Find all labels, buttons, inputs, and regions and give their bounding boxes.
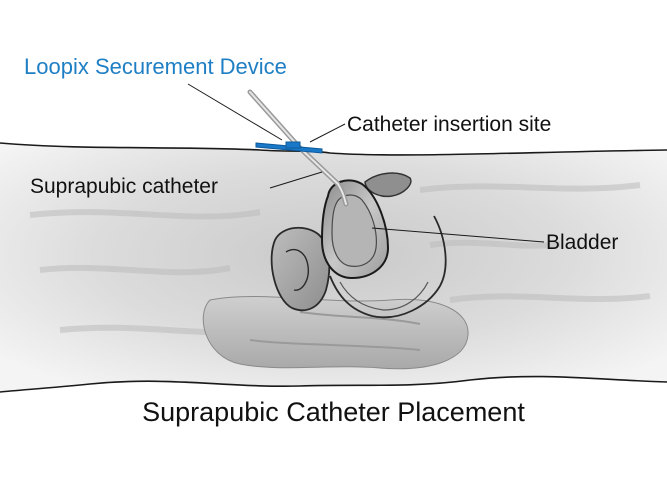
label-bladder: Bladder bbox=[546, 231, 619, 254]
bladder-lumen bbox=[331, 194, 377, 267]
pubic-bone bbox=[364, 172, 412, 198]
leader-lines bbox=[187, 83, 545, 243]
body-outline-bottom bbox=[0, 375, 667, 393]
diagram-title: Suprapubic Catheter Placement bbox=[142, 397, 525, 427]
pelvic-canal bbox=[329, 215, 447, 319]
label-suprapubic-catheter: Suprapubic catheter bbox=[30, 175, 218, 198]
label-securement-device: Loopix Securement Device bbox=[24, 54, 287, 79]
bowel bbox=[202, 296, 469, 370]
uterus bbox=[270, 226, 331, 312]
label-insertion-site: Catheter insertion site bbox=[347, 113, 552, 136]
